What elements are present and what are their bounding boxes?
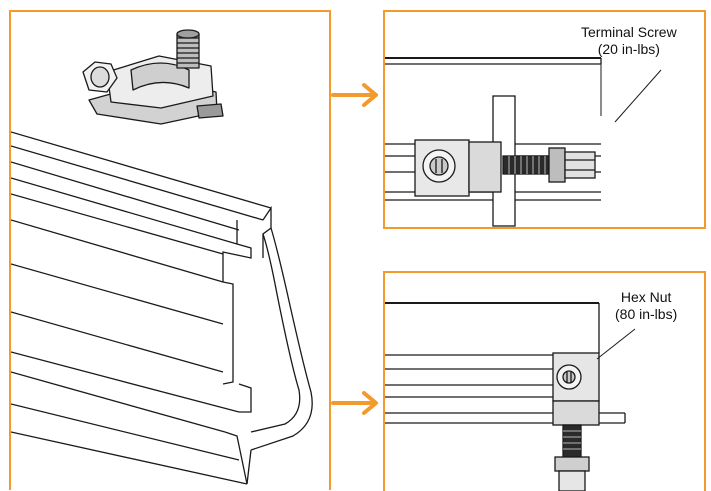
hex-nut-label: Hex Nut — [620, 289, 672, 305]
hex-nut-drawing — [385, 302, 636, 491]
terminal-screw-detail-panel: Terminal Screw (20 in-lbs) — [383, 10, 706, 229]
hex-nut-lug-detail — [552, 352, 600, 491]
hex-nut-detail-panel: Hex Nut (80 in-lbs) — [383, 271, 706, 491]
terminal-screw-callout: Terminal Screw (20 in-lbs) — [581, 24, 677, 58]
overview-panel — [9, 10, 331, 490]
hex-nut-callout: Hex Nut (80 in-lbs) — [615, 289, 677, 323]
terminal-screw-leader-line — [614, 69, 662, 123]
arrow-to-terminal-screw-detail — [331, 83, 378, 107]
terminal-screw-label: Terminal Screw — [581, 24, 677, 40]
terminal-screw-torque: (20 in-lbs) — [597, 41, 660, 57]
rail-and-lug-drawing — [11, 29, 313, 485]
arrow-to-hex-nut-detail — [331, 391, 378, 415]
hex-nut-torque: (80 in-lbs) — [615, 306, 678, 322]
terminal-screw-lug-detail — [414, 139, 596, 197]
terminal-screw-drawing — [385, 57, 662, 227]
hex-nut-leader-line — [596, 328, 636, 360]
rail-illustration — [11, 131, 313, 485]
grounding-lug-illustration — [82, 29, 224, 125]
